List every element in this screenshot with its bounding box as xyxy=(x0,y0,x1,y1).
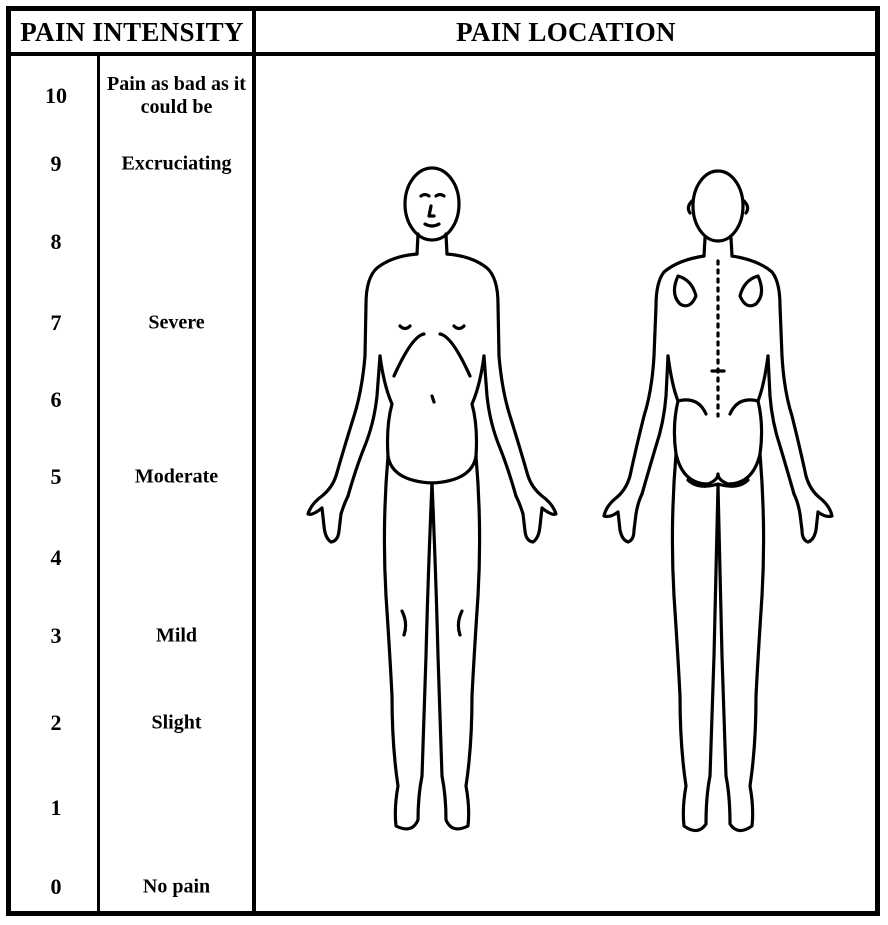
scale-label-5: Moderate xyxy=(100,466,253,489)
scale-label-2: Slight xyxy=(100,712,253,735)
scale-number-3: 3 xyxy=(12,623,100,649)
scale-number-1: 1 xyxy=(12,795,100,821)
scale-label-0: No pain xyxy=(100,876,253,899)
scale-label-7: Severe xyxy=(100,312,253,335)
scale-number-5: 5 xyxy=(12,464,100,490)
scale-number-9: 9 xyxy=(12,151,100,177)
scale-number-0: 0 xyxy=(12,874,100,900)
front-head xyxy=(405,168,459,240)
pain-intensity-header: PAIN INTENSITY xyxy=(12,12,252,52)
back-head xyxy=(693,171,743,241)
scale-label-9: Excruciating xyxy=(100,153,253,176)
pain-location-header: PAIN LOCATION xyxy=(256,12,876,52)
scale-number-7: 7 xyxy=(12,310,100,336)
scale-number-10: 10 xyxy=(12,83,100,109)
scale-number-8: 8 xyxy=(12,229,100,255)
body-back-icon[interactable] xyxy=(604,171,832,831)
scale-number-4: 4 xyxy=(12,545,100,571)
scale-number-6: 6 xyxy=(12,387,100,413)
scale-number-2: 2 xyxy=(12,710,100,736)
body-front-icon[interactable] xyxy=(308,168,556,829)
pain-location-figures xyxy=(256,56,876,914)
scale-label-3: Mild xyxy=(100,625,253,648)
scale-label-10: Pain as bad as it could be xyxy=(100,73,253,119)
